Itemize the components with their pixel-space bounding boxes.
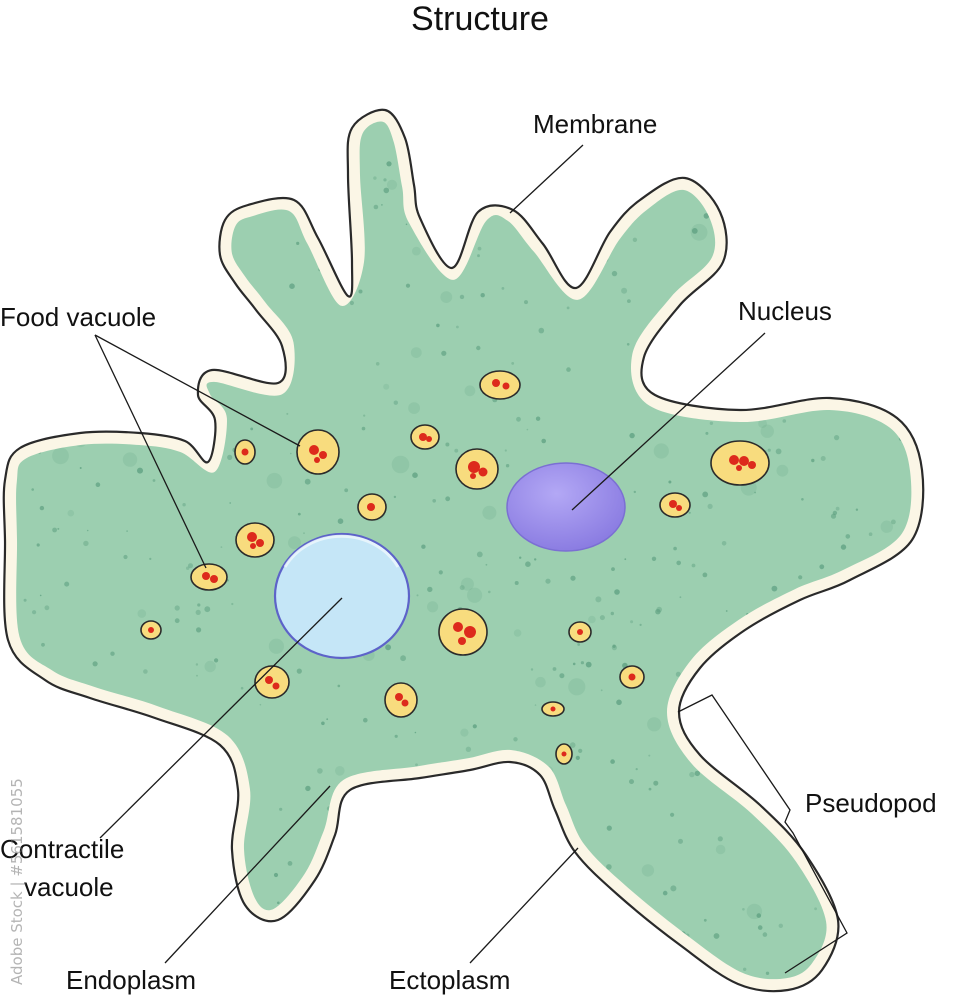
food-particle [577,629,583,635]
food-vacuole [190,563,228,591]
label-membrane: Membrane [533,109,657,139]
contractile-vacuole-leader [99,597,343,839]
food-vacuole [296,429,340,475]
food-particle [464,626,476,638]
food-particle [736,465,742,471]
diagram-title: Structure [411,0,549,38]
food-vacuole [384,682,418,718]
label-contractile-vacuole-line2: vacuole [24,872,114,902]
food-particle [492,379,500,387]
food-vacuole [555,743,573,765]
food-particle [247,532,257,542]
food-particle [470,473,476,479]
food-particle [502,382,510,390]
amoeba-cell [2,108,925,993]
food-particle [729,455,739,465]
food-particle [453,622,463,632]
food-vacuole [619,665,645,689]
contractile-vacuole [273,532,411,660]
food-particle [669,500,677,508]
food-vacuole [410,424,440,450]
food-particle [314,457,320,463]
food-particle [272,682,280,690]
food-vacuole-leader-lower [94,334,207,569]
food-vacuole [357,493,387,521]
food-particle [628,673,636,681]
food-vacuole [710,440,770,486]
food-particle [561,751,567,757]
food-particle [265,676,273,684]
food-particle [419,433,427,441]
endoplasm-leader [164,785,331,964]
cytoplasm [16,121,912,980]
food-vacuole [659,492,691,518]
food-particle [426,436,432,442]
food-vacuole-leader-upper [94,334,301,447]
food-particle [250,543,256,549]
food-particle [309,445,319,455]
food-particle [748,461,756,469]
food-particle [739,456,749,466]
nucleus-leader [571,332,766,511]
food-particle [478,467,488,477]
food-particle [241,448,249,456]
food-particle [256,539,264,547]
food-vacuole [438,608,488,656]
food-particle [395,693,403,701]
food-vacuole [541,701,565,717]
labels: Membrane Food vacuole Nucleus Contractil… [0,109,937,995]
food-particle [367,503,375,511]
nucleus [506,462,626,552]
label-contractile-vacuole-line1: Contractile [0,834,124,864]
food-particle [202,572,210,580]
food-particle [210,575,218,583]
food-particle [148,627,154,633]
food-vacuole [235,522,275,558]
food-particle [401,699,409,707]
food-particle [676,505,682,511]
food-vacuole [254,665,290,699]
food-vacuole [140,620,162,640]
food-vacuole [479,370,521,400]
food-vacuoles [140,370,770,765]
leader-lines [94,144,848,974]
food-particle [468,461,480,473]
label-ectoplasm: Ectoplasm [389,965,510,995]
food-vacuole [234,439,256,465]
food-particle [319,451,327,459]
food-particle [550,706,556,712]
label-endoplasm: Endoplasm [66,965,196,995]
label-nucleus: Nucleus [738,296,832,326]
label-food-vacuole: Food vacuole [0,302,156,332]
food-particle [458,637,466,645]
pseudopod-bracket [677,694,848,974]
stock-watermark: Adobe Stock | #561581055 [8,778,26,985]
label-pseudopod: Pseudopod [805,788,937,818]
food-vacuole [568,621,592,643]
membrane-leader [509,144,584,214]
food-vacuole [455,448,499,490]
ectoplasm-leader [469,847,579,964]
